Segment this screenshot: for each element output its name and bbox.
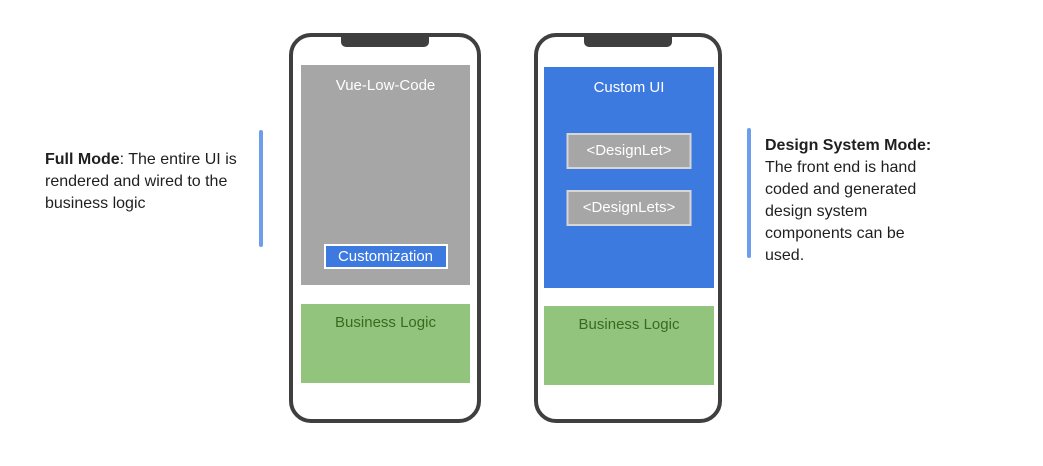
customization-box: Customization bbox=[323, 244, 448, 269]
right-annotation-title: Design System Mode: bbox=[765, 137, 932, 154]
vue-low-code-label: Vue-Low-Code bbox=[335, 77, 436, 94]
phone-notch-icon bbox=[341, 33, 429, 47]
right-annotation-body: The front end is hand coded and generate… bbox=[765, 159, 917, 264]
custom-ui-label: Custom UI bbox=[593, 79, 665, 96]
left-annotation-body: : The entire UI is rendered and wired to… bbox=[45, 151, 237, 212]
phone-notch-icon bbox=[584, 33, 672, 47]
vue-low-code-box: Vue-Low-Code Customization bbox=[301, 65, 470, 285]
business-logic-label-right: Business Logic bbox=[578, 316, 680, 333]
designlets-box: <DesignLets> bbox=[566, 190, 692, 226]
custom-ui-box: Custom UI <DesignLet> <DesignLets> bbox=[544, 67, 714, 288]
phone-frame-full-mode: Vue-Low-Code Customization Business Logi… bbox=[289, 33, 481, 423]
left-annotation: Full Mode: The entire UI is rendered and… bbox=[45, 149, 237, 215]
right-accent-bar bbox=[747, 128, 751, 258]
right-annotation: Design System Mode: The front end is hand… bbox=[765, 135, 941, 267]
left-accent-bar bbox=[259, 130, 263, 247]
business-logic-box-right: Business Logic bbox=[544, 306, 714, 385]
left-annotation-title: Full Mode bbox=[45, 151, 120, 168]
business-logic-box-left: Business Logic bbox=[301, 304, 470, 383]
business-logic-label-left: Business Logic bbox=[335, 314, 436, 331]
phone-frame-design-system-mode: Custom UI <DesignLet> <DesignLets> Busin… bbox=[534, 33, 722, 423]
designlet-box: <DesignLet> bbox=[566, 133, 692, 169]
